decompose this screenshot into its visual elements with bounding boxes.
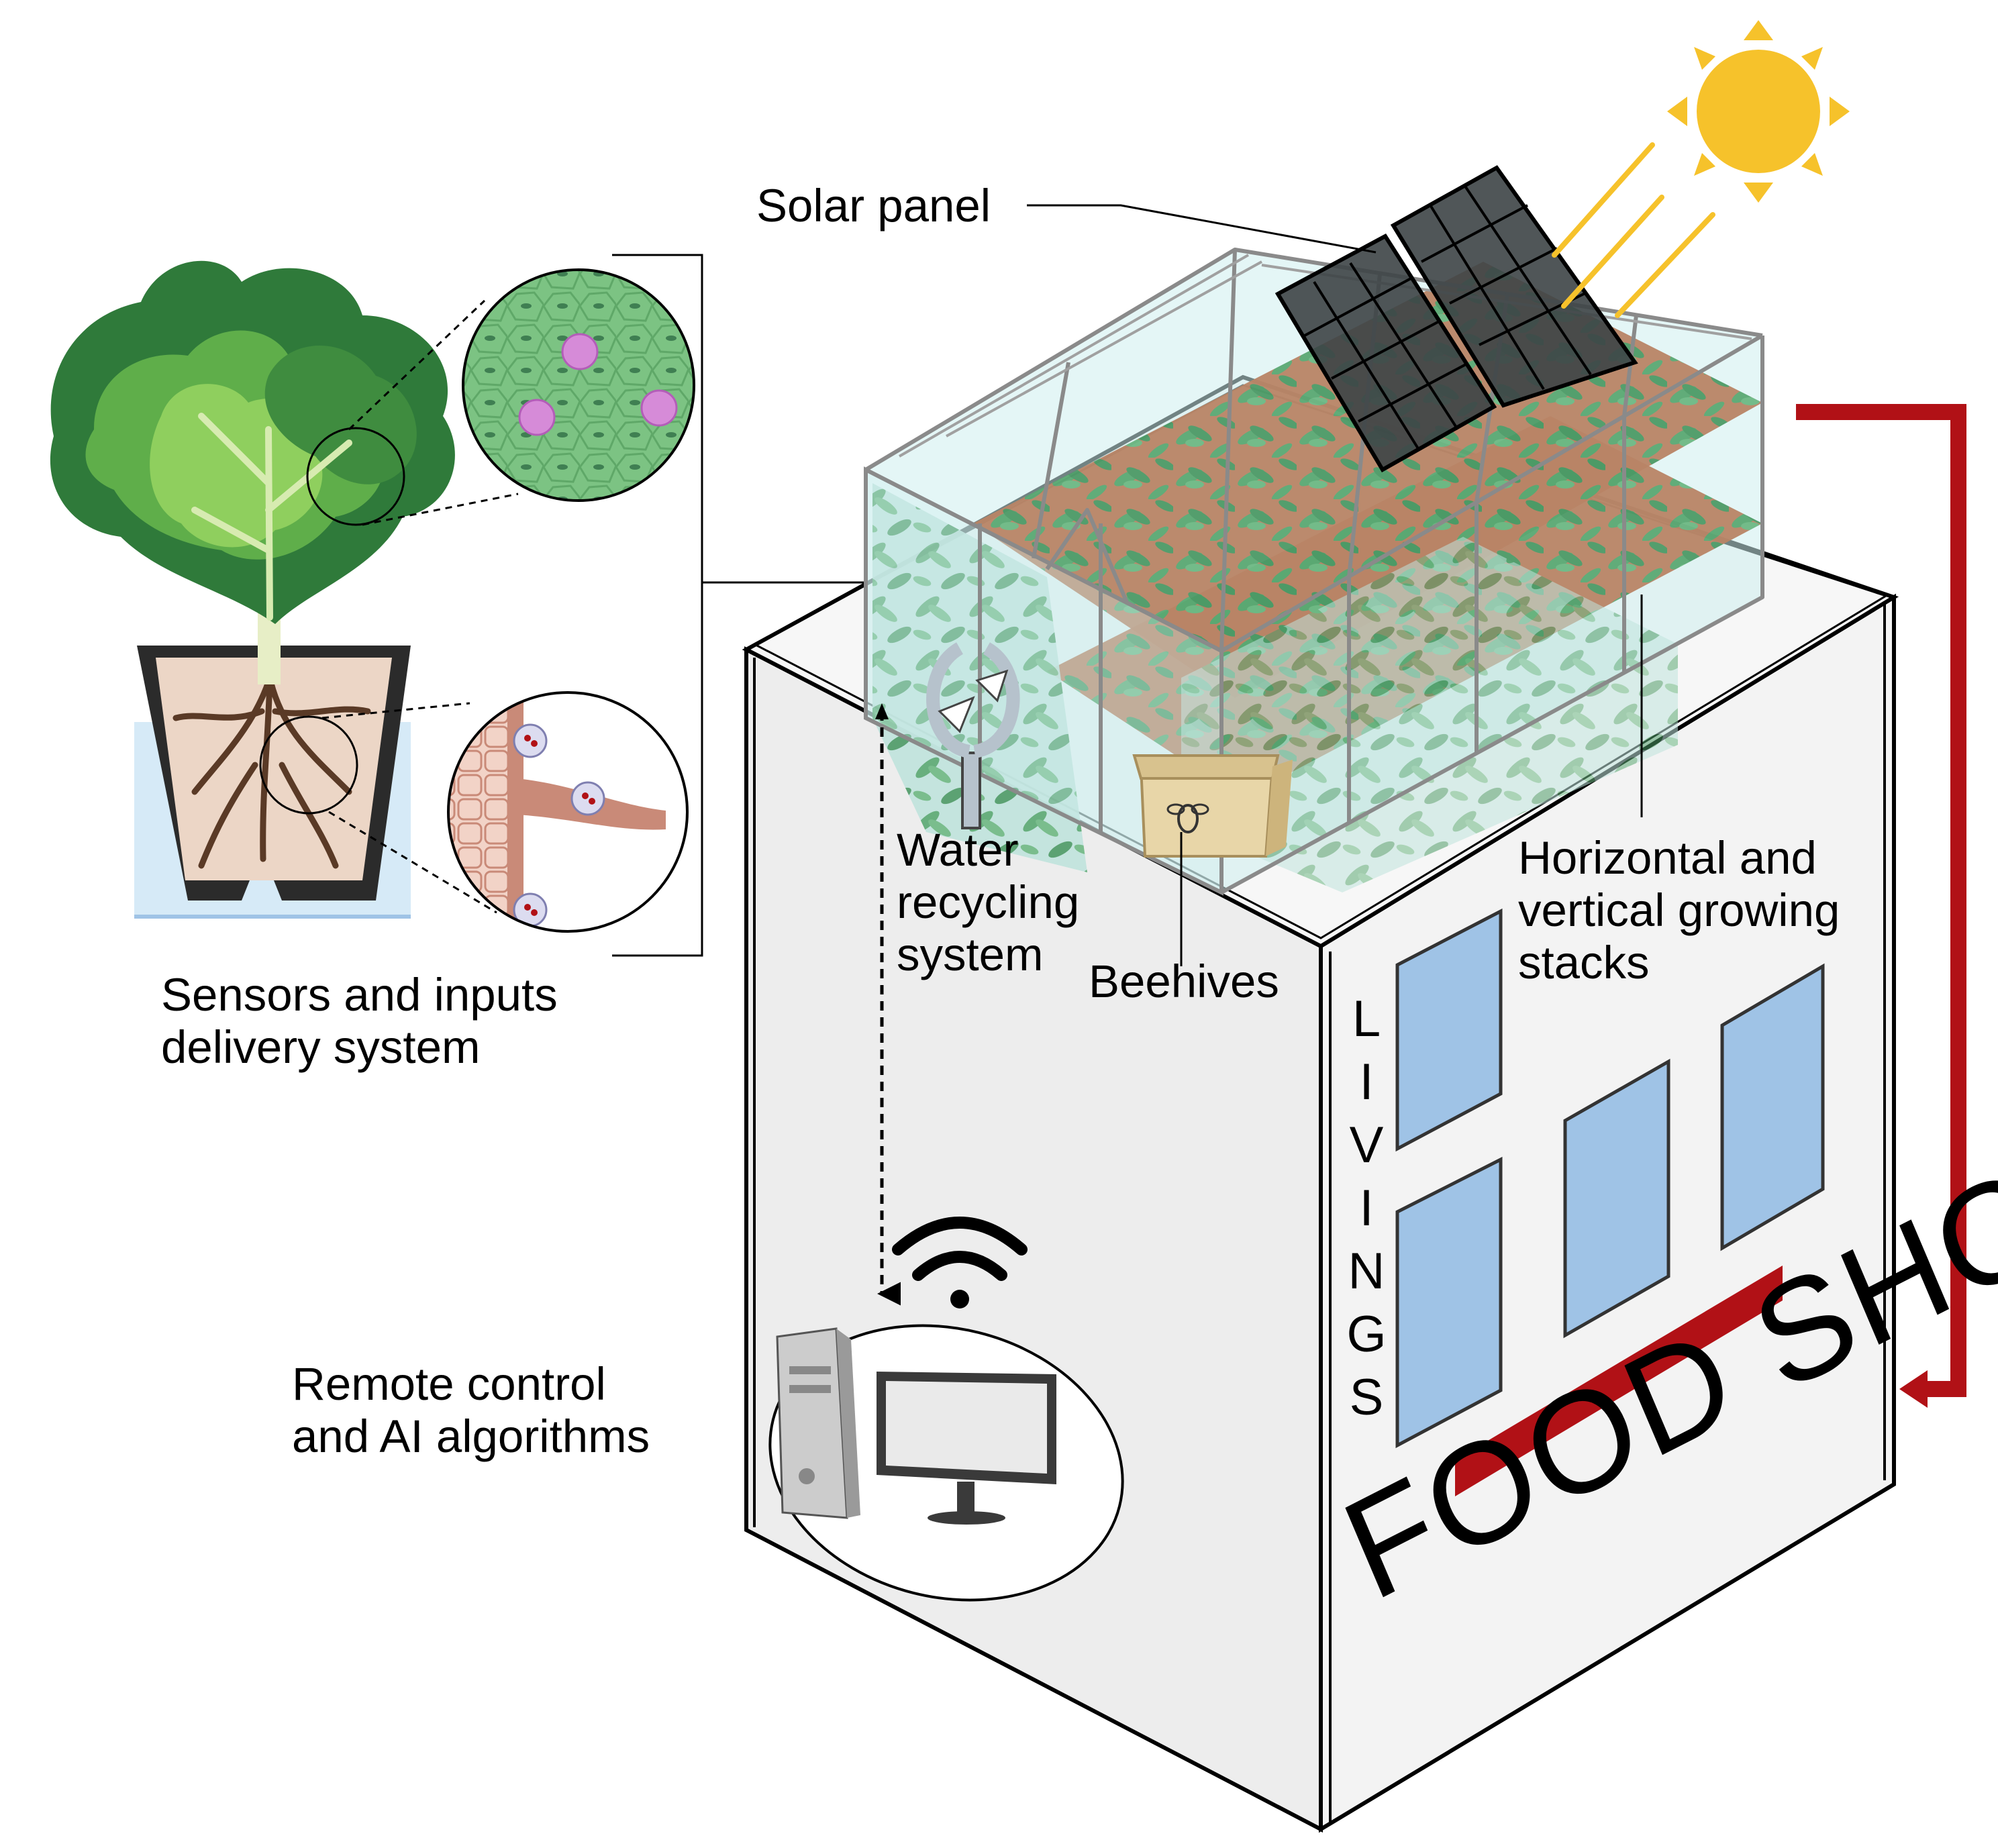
leader-lines xyxy=(1027,204,1643,966)
lettuce-leaves xyxy=(50,260,455,624)
computer-group xyxy=(768,1324,1124,1602)
beehives-label: Beehives xyxy=(1089,956,1279,1007)
root-zoom xyxy=(447,691,689,933)
sensors-label-line: delivery system xyxy=(161,1021,481,1073)
remote-control-label: Remote control and AI algorithms xyxy=(292,1358,650,1463)
sign-letter: V xyxy=(1349,1117,1384,1174)
vertical-stack xyxy=(1181,537,1678,892)
monitor-icon xyxy=(877,1372,1056,1525)
remote-label-line: and AI algorithms xyxy=(292,1410,650,1462)
beehive-icon xyxy=(1132,754,1293,858)
sensors-label: Sensors and inputs delivery system xyxy=(161,969,558,1074)
solar-panel xyxy=(1275,234,1497,473)
water-label-line: recycling xyxy=(897,876,1080,928)
delivery-arrow xyxy=(1796,404,1966,1408)
water-label-line: system xyxy=(897,928,1044,980)
stacks-label-line: vertical growing xyxy=(1518,884,1840,936)
stacks-label-line: stacks xyxy=(1518,936,1650,988)
sign-letter: I xyxy=(1359,1180,1374,1237)
window xyxy=(1720,963,1825,1251)
sun-icon xyxy=(1552,20,1850,318)
building-windows xyxy=(1395,908,1825,1449)
sign-letter: L xyxy=(1352,990,1381,1047)
stacks-label-line: Horizontal and xyxy=(1518,832,1817,884)
window xyxy=(1563,1058,1670,1339)
sign-letter: S xyxy=(1349,1369,1384,1426)
sign-bar xyxy=(1455,1266,1783,1496)
water-label-line: Water xyxy=(897,824,1019,876)
wifi-icon xyxy=(892,1217,1028,1308)
computer-tower-icon xyxy=(776,1327,860,1519)
plant-illustration xyxy=(50,254,899,957)
water-recycling-icon xyxy=(926,642,1020,829)
growing-stacks-label: Horizontal and vertical growing stacks xyxy=(1518,832,1840,989)
window xyxy=(1395,908,1503,1152)
sign-letter: G xyxy=(1346,1306,1387,1363)
water-recycling-label: Water recycling system xyxy=(897,824,1079,981)
solar-panels xyxy=(1275,165,1638,473)
remote-label-line: Remote control xyxy=(292,1358,606,1410)
solar-panel-leader xyxy=(1027,204,1377,254)
solar-panel xyxy=(1390,165,1638,408)
window xyxy=(1395,1156,1503,1449)
sign-letter: I xyxy=(1359,1054,1374,1111)
leaf-zoom xyxy=(462,268,695,502)
plant-roots xyxy=(172,674,371,869)
sensors-label-line: Sensors and inputs xyxy=(161,969,558,1021)
sign-letter: N xyxy=(1348,1243,1385,1300)
livings-sign: L I V I N G S xyxy=(1340,988,1393,1429)
solar-panel-label: Solar panel xyxy=(756,180,991,232)
